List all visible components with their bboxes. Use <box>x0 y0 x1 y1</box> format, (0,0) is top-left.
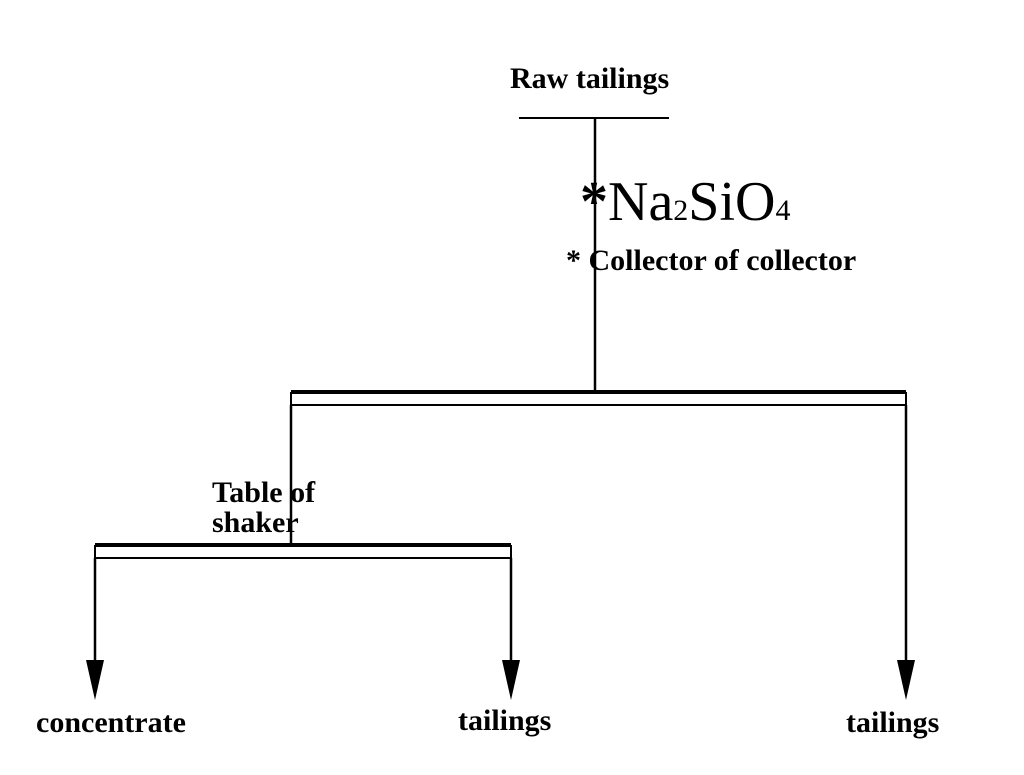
output-tailings-right: tailings <box>846 706 940 739</box>
arrow-tailings-right <box>897 660 915 700</box>
collector-note: * Collector of collector <box>566 244 857 277</box>
feed-label: Raw tailings <box>510 62 670 95</box>
stage-1-bar <box>290 390 907 406</box>
shaker-bar <box>94 543 512 559</box>
output-tailings-left: tailings <box>458 704 552 737</box>
arrow-concentrate <box>86 660 104 700</box>
shaker-label-line1: Table of <box>212 476 316 509</box>
reagent-prefix: Na <box>608 171 674 233</box>
shaker-label-line2: shaker <box>212 506 299 539</box>
reagent-formula: *Na2SiO4 <box>580 174 790 230</box>
reagent-sub2: 4 <box>775 194 791 227</box>
output-concentrate: concentrate <box>36 706 186 739</box>
arrow-tailings-left <box>502 660 520 700</box>
reagent-star: * <box>580 171 608 233</box>
reagent-sub1: 2 <box>673 194 689 227</box>
reagent-middle: SiO <box>688 171 776 233</box>
